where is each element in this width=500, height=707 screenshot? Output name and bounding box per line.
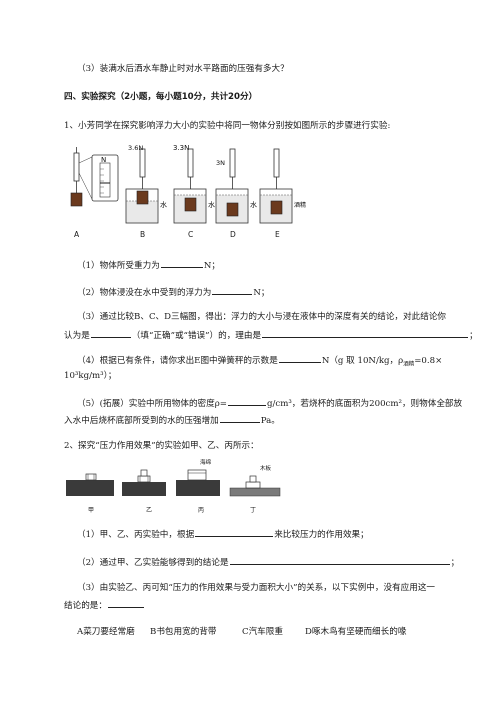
q1-part-3-end: ； <box>469 331 478 341</box>
q1-stem: 1、小芳同学在探究影响浮力大小的实验中将同一物体分别按如图所示的步骤进行实验: <box>64 121 391 131</box>
option-a[interactable]: A菜刀要经常磨 <box>77 627 135 637</box>
option-c[interactable]: C汽车限重 <box>242 627 283 637</box>
q2-part-1-text-b: 来比较压力的作用效果； <box>274 530 369 540</box>
q1-part-3-line-2: 认为是 （填“正确”或“错误”）的，理由是 ； <box>64 328 478 342</box>
panel-label-jia: 甲 <box>88 507 95 514</box>
answer-blank-choice[interactable] <box>107 598 144 608</box>
spring-reading-b: 3.6N <box>128 144 143 152</box>
liquid-label-e: 酒精 <box>294 201 306 209</box>
answer-blank-correctness[interactable] <box>90 328 131 338</box>
q1-part-5-text-b: g/cm³，若烧杯的底面积为200cm²，则物体全部放 <box>266 399 463 409</box>
panel-label-yi: 乙 <box>146 507 153 514</box>
q1-part-5-text-a: （5）(拓展）实验中所用物体的密度ρ= <box>77 399 227 409</box>
q1-part-5-line-2: 入水中后烧杯底部所受到的水的压强增加 Pa。 <box>64 413 280 427</box>
step-label-d: D <box>230 230 236 239</box>
spring-reading-d: 3N <box>216 159 225 167</box>
step-c-apparatus: 3.3N 水 <box>173 144 215 224</box>
answer-blank-buoyancy[interactable] <box>212 285 253 295</box>
q1-part-4-line-2: 10³kg/m³）； <box>64 371 117 381</box>
q1-part-5-line-1: （5）(拓展）实验中所用物体的密度ρ= g/cm³，若烧杯的底面积为200cm²，… <box>77 396 462 410</box>
liquid-label-c: 水 <box>208 200 215 209</box>
scale-unit-letter: N <box>101 156 106 164</box>
answer-blank-weight[interactable] <box>160 258 203 268</box>
q1-part-3-text-b: （填“正确”或“错误”）的，理由是 <box>131 331 262 341</box>
q2-part-1: （1）甲、乙、丙实验中，根据 来比较压力的作用效果； <box>77 527 369 541</box>
q2-part-3-text-a: 结论的是： <box>64 601 107 611</box>
q1-part-3-line-1: （3）通过比较B、C、D三幅图，得出：浮力的大小与浸在液体中的深度有关的结论，对… <box>77 312 447 322</box>
q1-part-1-unit: N； <box>203 261 220 271</box>
q2-part-2: （2）通过甲、乙实验能够得到的结论是 ； <box>77 555 459 569</box>
panel-label-bing: 丙 <box>198 507 205 514</box>
pressure-effect-figure: 海绵 木板 <box>66 458 281 497</box>
q1-part-4-subscript: 酒精 <box>403 361 415 368</box>
option-b[interactable]: B书包用宽的背带 <box>150 627 217 637</box>
answer-blank-reading-e[interactable] <box>278 353 321 363</box>
q1-part-2: （2）物体浸没在水中受到的浮力为 N； <box>77 285 270 299</box>
panel-jia <box>66 473 114 496</box>
q1-part-1: （1）物体所受重力为 N； <box>77 258 220 272</box>
q2-part-2-text-a: （2）通过甲、乙实验能够得到的结论是 <box>77 558 229 568</box>
q2-part-3-line-1: （3）由实验乙、丙可知“压力的作用效果与受力面积大小”的关系，以下实例中，没有应… <box>77 583 436 593</box>
label-sponge: 海绵 <box>200 458 212 466</box>
panel-label-ding: 丁 <box>250 507 257 514</box>
q1-part-5-unit: Pa。 <box>260 416 280 426</box>
step-label-c: C <box>188 230 194 239</box>
question-3-previous: （3）装满水后洒水车静止时对水平路面的压强有多大？ <box>77 64 289 74</box>
section-title: 四、实验探究（2小题，每小题10分，共计20分） <box>64 92 258 102</box>
step-b-apparatus: 3.6N 水 <box>125 144 167 224</box>
q2-part-2-end: ； <box>450 558 460 568</box>
step-a-apparatus: N <box>70 147 119 207</box>
answer-blank-reason[interactable] <box>262 328 469 338</box>
q1-part-4-line-1: （4）根据已有条件，请你求出E图中弹簧秤的示数是 N（g 取 10N/kg，ρ酒精… <box>77 353 442 371</box>
liquid-label-d: 水 <box>250 200 257 209</box>
panel-bing: 海绵 <box>176 458 220 496</box>
q1-part-4-text-c: =0.8× <box>414 356 443 366</box>
q1-part-3-text-a: 认为是 <box>64 331 90 341</box>
step-e-apparatus: 酒精 <box>259 148 306 224</box>
step-label-b: B <box>140 230 146 239</box>
q2-part-3-line-2: 结论的是： <box>64 598 145 612</box>
buoyancy-experiment-figure: N 3.6N 水 3.3N 水 3N 水 <box>70 144 306 224</box>
step-label-e: E <box>275 230 280 239</box>
answer-blank-pressure[interactable] <box>219 413 260 423</box>
step-d-apparatus: 3N 水 <box>215 148 257 224</box>
q1-part-4-text-b: N（g 取 10N/kg，ρ <box>321 356 404 366</box>
panel-yi <box>122 469 166 496</box>
answer-blank-conclusion[interactable] <box>229 555 450 565</box>
label-board: 木板 <box>260 464 272 472</box>
answer-blank-density[interactable] <box>227 396 266 406</box>
q1-part-2-unit: N； <box>253 288 270 298</box>
answer-blank-observation[interactable] <box>195 527 274 537</box>
option-d[interactable]: D啄木鸟有坚硬而细长的喙 <box>305 627 407 637</box>
q1-part-5-text-c: 入水中后烧杯底部所受到的水的压强增加 <box>64 416 219 426</box>
q2-part-1-text-a: （1）甲、乙、丙实验中，根据 <box>77 530 195 540</box>
q1-part-1-text: （1）物体所受重力为 <box>77 261 160 271</box>
liquid-label-b: 水 <box>160 200 167 209</box>
q1-part-2-text: （2）物体浸没在水中受到的浮力为 <box>77 288 212 298</box>
q1-part-4-text-a: （4）根据已有条件，请你求出E图中弹簧秤的示数是 <box>77 356 278 366</box>
spring-reading-c: 3.3N <box>173 144 189 152</box>
panel-ding: 木板 <box>229 464 281 497</box>
q2-stem: 2、探究“压力作用效果”的实验如甲、乙、丙所示： <box>64 441 259 451</box>
step-label-a: A <box>74 230 80 239</box>
